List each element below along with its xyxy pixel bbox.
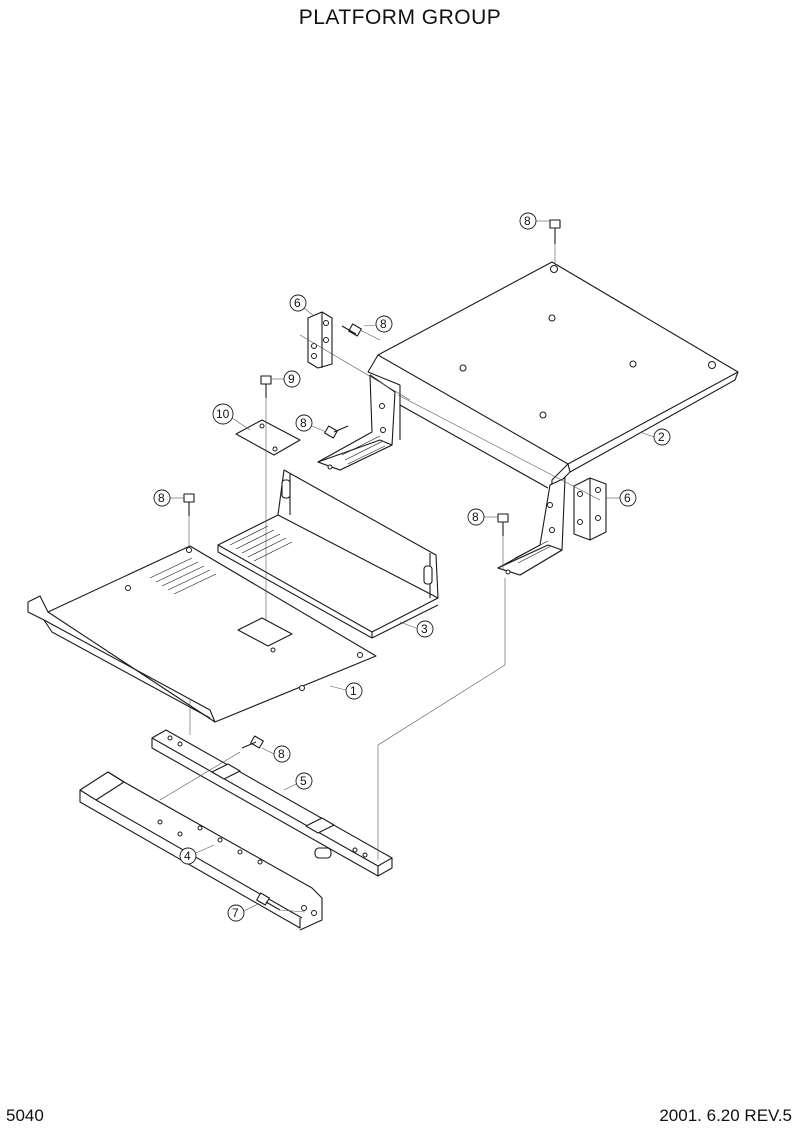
callout-8-floor: 8 — [153, 489, 184, 507]
svg-text:7: 7 — [232, 906, 239, 920]
callout-8-beam: 8 — [261, 745, 291, 763]
part-6-side-plate-right — [573, 477, 607, 541]
bolt-9 — [260, 375, 272, 398]
callout-8-plate: 8 — [363, 315, 393, 333]
part-4-lower-bracket — [79, 771, 323, 931]
bolt-7 — [256, 892, 281, 911]
part-10-cover-plate — [235, 419, 301, 456]
svg-text:8: 8 — [524, 214, 531, 228]
page-number: 5040 — [6, 1106, 44, 1125]
revision-date: 2001. 6.20 REV.5 — [659, 1106, 792, 1125]
bolt-8-bracket-right — [497, 513, 509, 536]
bolt-8-beam — [241, 735, 264, 749]
svg-text:1: 1 — [350, 684, 357, 698]
bolt-8-bracket-left — [324, 425, 349, 439]
alignment-lines — [159, 244, 601, 913]
svg-text:5: 5 — [300, 774, 307, 788]
callout-6-right: 6 — [606, 489, 637, 507]
callout-7: 7 — [227, 903, 259, 922]
callout-10: 10 — [212, 403, 251, 431]
part-3-rear-floor-plate — [217, 469, 439, 639]
svg-text:8: 8 — [380, 317, 387, 331]
svg-text:6: 6 — [294, 296, 301, 310]
part-6-side-plate-left — [307, 311, 333, 369]
svg-text:10: 10 — [216, 407, 230, 421]
part-5-cross-beam — [151, 729, 393, 877]
svg-text:6: 6 — [624, 491, 631, 505]
callout-8-right: 8 — [467, 508, 498, 526]
bolt-8-floor — [183, 493, 195, 516]
callout-8-top: 8 — [519, 212, 550, 230]
callout-6-left: 6 — [289, 294, 315, 317]
callout-4: 4 — [179, 844, 215, 865]
bolt-8-top — [549, 219, 561, 244]
callout-9: 9 — [271, 370, 301, 388]
svg-text:9: 9 — [288, 372, 295, 386]
page-title: PLATFORM GROUP — [298, 6, 502, 29]
svg-text:8: 8 — [158, 491, 165, 505]
part-1-front-floor-plate — [27, 545, 377, 723]
svg-text:4: 4 — [184, 849, 191, 863]
svg-text:8: 8 — [300, 416, 307, 430]
svg-text:8: 8 — [472, 510, 479, 524]
part-2-upper-platform — [317, 261, 739, 576]
bolt-8-plate-left — [341, 323, 362, 337]
callout-5: 5 — [283, 772, 313, 791]
svg-text:8: 8 — [278, 747, 285, 761]
svg-text:2: 2 — [658, 430, 665, 444]
callout-3: 3 — [399, 620, 434, 638]
callout-8-bracket: 8 — [295, 414, 327, 433]
callout-1: 1 — [329, 682, 363, 700]
svg-text:3: 3 — [421, 622, 428, 636]
callout-2: 2 — [639, 428, 671, 446]
